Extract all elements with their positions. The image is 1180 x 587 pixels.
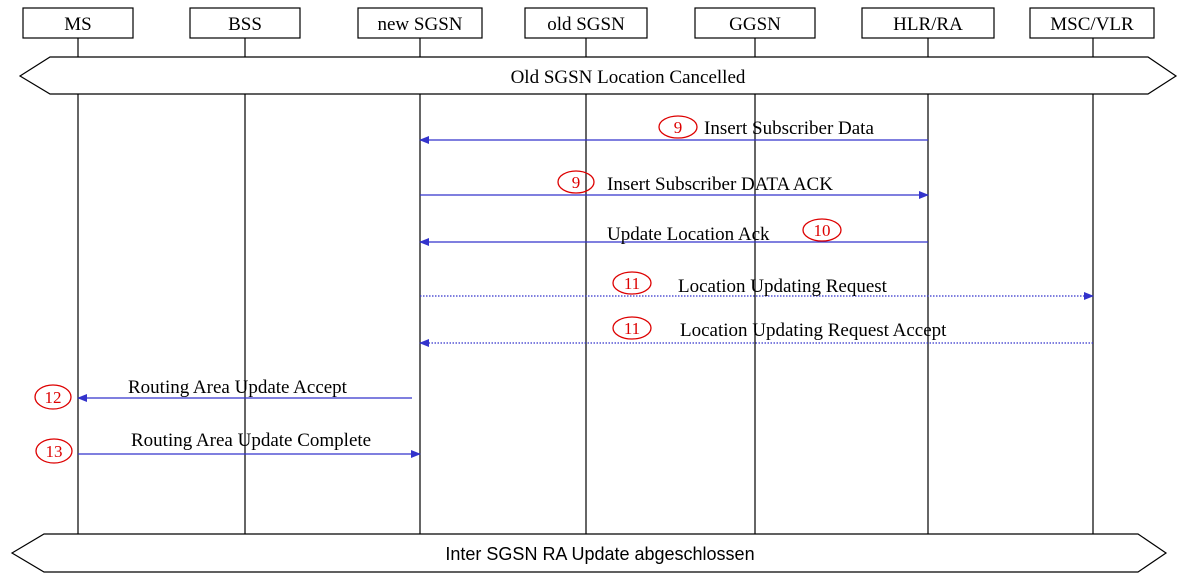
entity-label: MS bbox=[64, 14, 91, 35]
message-label: Location Updating Request Accept bbox=[680, 320, 947, 341]
step-marker bbox=[802, 218, 842, 242]
message-label: Routing Area Update Accept bbox=[128, 377, 348, 398]
step-marker bbox=[658, 115, 698, 139]
step-marker bbox=[612, 316, 652, 340]
entity-label: MSC/VLR bbox=[1050, 14, 1134, 35]
message-routing-area-update-complete: 13 Routing Area Update Complete bbox=[35, 430, 421, 464]
message-label: Insert Subscriber Data bbox=[704, 118, 874, 139]
message-update-location-ack: Update Location Ack 10 bbox=[419, 218, 928, 246]
step-number: 11 bbox=[624, 319, 640, 338]
message-location-updating-request-accept: 11 Location Updating Request Accept bbox=[419, 316, 1093, 347]
entity-bss: BSS bbox=[189, 7, 301, 39]
entity-ggsn: GGSN bbox=[694, 7, 816, 39]
top-banner-label: Old SGSN Location Cancelled bbox=[511, 67, 746, 88]
step-marker bbox=[35, 438, 73, 464]
entity-label: HLR/RA bbox=[893, 14, 963, 35]
step-marker bbox=[612, 271, 652, 295]
message-label: Location Updating Request bbox=[678, 276, 888, 297]
step-number: 11 bbox=[624, 274, 640, 293]
step-number: 10 bbox=[814, 221, 831, 240]
message-label: Update Location Ack bbox=[607, 224, 770, 245]
message-insert-subscriber-data-ack: 9 Insert Subscriber DATA ACK bbox=[420, 170, 929, 199]
step-marker bbox=[34, 384, 72, 410]
entity-label: GGSN bbox=[729, 14, 781, 35]
bottom-banner: Inter SGSN RA Update abgeschlossen bbox=[10, 533, 1168, 573]
top-banner: Old SGSN Location Cancelled bbox=[18, 56, 1178, 95]
entity-ms: MS bbox=[22, 7, 134, 39]
message-routing-area-update-accept: 12 Routing Area Update Accept bbox=[34, 377, 412, 410]
entity-label: new SGSN bbox=[378, 14, 463, 35]
step-number: 9 bbox=[674, 118, 683, 137]
message-label: Insert Subscriber DATA ACK bbox=[607, 174, 833, 195]
step-number: 13 bbox=[46, 442, 63, 461]
entity-label: old SGSN bbox=[547, 14, 625, 35]
entity-old-sgsn: old SGSN bbox=[524, 7, 648, 39]
step-number: 9 bbox=[572, 173, 581, 192]
message-insert-subscriber-data: 9 Insert Subscriber Data bbox=[419, 115, 928, 144]
entity-hlr-ra: HLR/RA bbox=[861, 7, 995, 39]
entity-new-sgsn: new SGSN bbox=[357, 7, 483, 39]
message-location-updating-request: 11 Location Updating Request bbox=[420, 271, 1094, 300]
step-marker bbox=[557, 170, 595, 194]
entity-msc-vlr: MSC/VLR bbox=[1029, 7, 1155, 39]
bottom-banner-label: Inter SGSN RA Update abgeschlossen bbox=[445, 544, 754, 564]
message-label: Routing Area Update Complete bbox=[131, 430, 371, 451]
step-number: 12 bbox=[45, 388, 62, 407]
entity-label: BSS bbox=[228, 14, 262, 35]
